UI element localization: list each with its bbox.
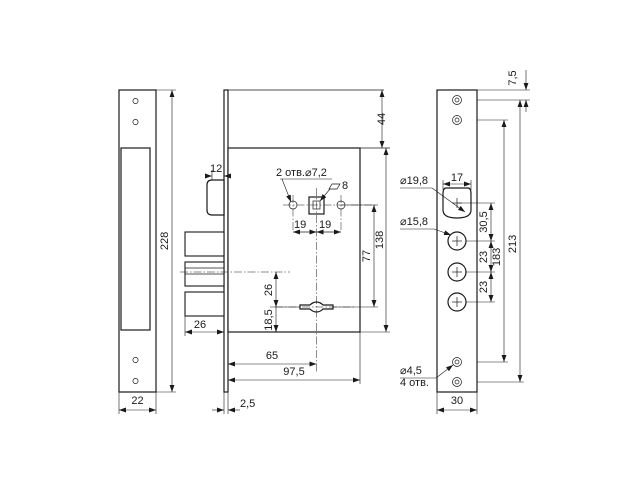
strike-latch-opening xyxy=(442,187,472,219)
square-annotation: 8 xyxy=(319,180,348,202)
strike-latch-width-label: 17 xyxy=(451,172,463,184)
latch-bolt xyxy=(206,179,225,216)
hole-spacing-right-label: 19 xyxy=(319,219,331,231)
plate-thickness-dimension: 2,5 xyxy=(212,392,255,414)
lock-case-body xyxy=(227,147,361,333)
bolt-spacing-dimension: 26 xyxy=(263,272,300,308)
front-plate-width-dimension: 22 xyxy=(118,392,157,414)
strike-inner-height-dimension: 183 xyxy=(477,119,508,363)
latch-to-bolt-label: 30,5 xyxy=(478,211,490,232)
front-plate-view: 228 22 xyxy=(118,89,176,414)
bolt-projection-dimension: 26 xyxy=(184,316,224,336)
top-offset-label: 44 xyxy=(376,113,388,125)
bolt-hole-diameter-annotation: ⌀15,8 xyxy=(400,216,452,236)
case-depth-dimension: 97,5 xyxy=(228,332,361,384)
keyhole xyxy=(275,301,355,313)
front-plate-height-label: 228 xyxy=(159,232,171,250)
bolt-hole-diameter-label: ⌀15,8 xyxy=(400,216,428,228)
backset-label: 65 xyxy=(266,350,278,362)
case-depth-label: 97,5 xyxy=(283,366,304,378)
bolt-spacing-1-label: 23 xyxy=(478,251,490,263)
strike-inner-height-label: 183 xyxy=(491,248,503,266)
dead-bolt-1 xyxy=(184,231,225,257)
bolt-to-key-label: 18,5 xyxy=(263,309,275,330)
front-plate-slot xyxy=(120,147,151,331)
latch-hole-diameter-label: ⌀19,8 xyxy=(400,175,428,187)
latch-width-dimension: 12 xyxy=(205,163,231,180)
latch-hole-diameter-annotation: ⌀19,8 xyxy=(400,175,466,213)
case-height-dimension: 138 xyxy=(360,148,390,333)
front-plate-width-label: 22 xyxy=(131,395,143,407)
strike-latch-width-dimension: 17 xyxy=(442,172,472,190)
bolt-spacing-label: 26 xyxy=(263,284,275,296)
strike-hole-spacing-dimensions: 30,5 23 23 xyxy=(457,202,495,303)
screw-hole-diameter-annotation: ⌀4,5 4 отв. xyxy=(400,364,454,389)
latch-width-label: 12 xyxy=(210,163,222,175)
hole-spacing-dimensions: 19 19 xyxy=(293,219,341,235)
strike-total-height-dimension: 213 xyxy=(477,100,524,383)
strike-top-label: 7,5 xyxy=(507,70,519,85)
dead-bolt-3 xyxy=(184,291,225,317)
strike-plate-screw-holes xyxy=(452,95,462,387)
fixing-holes-label: 2 отв.⌀7,2 xyxy=(276,167,327,179)
spindle-to-key-label: 77 xyxy=(361,250,373,262)
square-label: 8 xyxy=(342,180,348,192)
lock-side-view: 2 отв.⌀7,2 8 12 19 19 4 xyxy=(180,89,390,414)
strike-plate-view: 7,5 213 183 30,5 23 23 xyxy=(400,70,530,414)
lock-faceplate xyxy=(223,89,229,393)
strike-top-dimension: 7,5 xyxy=(477,70,530,112)
strike-width-label: 30 xyxy=(451,395,463,407)
bolt-to-key-dimension: 18,5 xyxy=(263,307,279,332)
fixing-holes-annotation: 2 отв.⌀7,2 xyxy=(276,167,332,203)
top-offset-dimension: 44 xyxy=(376,90,388,148)
front-plate-height-dimension: 228 xyxy=(156,89,176,393)
hole-spacing-left-label: 19 xyxy=(294,219,306,231)
front-plate-screw-holes xyxy=(132,98,139,384)
spindle-to-key-dimension: 77 xyxy=(333,204,378,308)
screw-hole-diameter-label: ⌀4,5 xyxy=(400,365,422,377)
strike-width-dimension: 30 xyxy=(436,392,478,414)
screw-hole-count-label: 4 отв. xyxy=(400,377,429,389)
bolt-projection-label: 26 xyxy=(194,319,206,331)
plate-thickness-label: 2,5 xyxy=(240,398,255,410)
backset-dimension: 65 xyxy=(227,332,317,384)
spindle-and-fixing-holes xyxy=(283,188,378,372)
bolt-spacing-2-label: 23 xyxy=(478,281,490,293)
strike-total-height-label: 213 xyxy=(507,235,519,253)
case-height-label: 138 xyxy=(374,231,386,249)
